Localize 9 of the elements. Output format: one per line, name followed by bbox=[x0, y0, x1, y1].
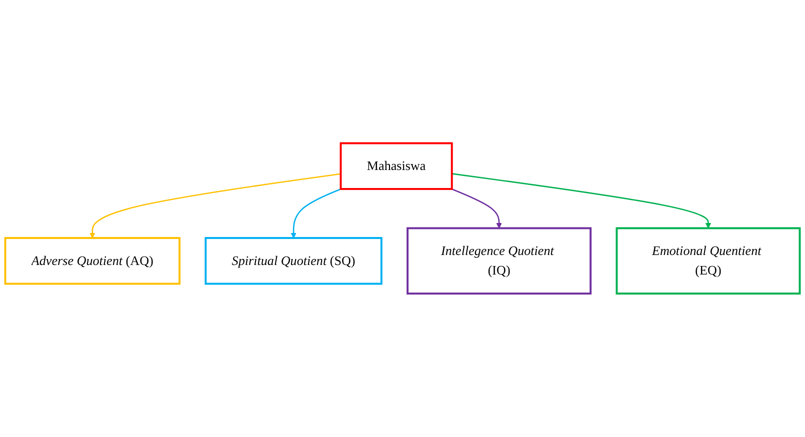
arrow bbox=[452, 173, 712, 229]
node-box: Spiritual Quotient (SQ) bbox=[204, 237, 382, 285]
node-box: Adverse Quotient (AQ) bbox=[4, 237, 180, 285]
node-box: Mahasiswa bbox=[340, 142, 453, 190]
arrow bbox=[90, 173, 341, 238]
node-box: Emotional Quentient (EQ) bbox=[616, 227, 801, 295]
arrow bbox=[290, 188, 342, 238]
node-box: Intellegence Quotient (IQ) bbox=[406, 227, 592, 295]
arrow bbox=[451, 188, 502, 229]
